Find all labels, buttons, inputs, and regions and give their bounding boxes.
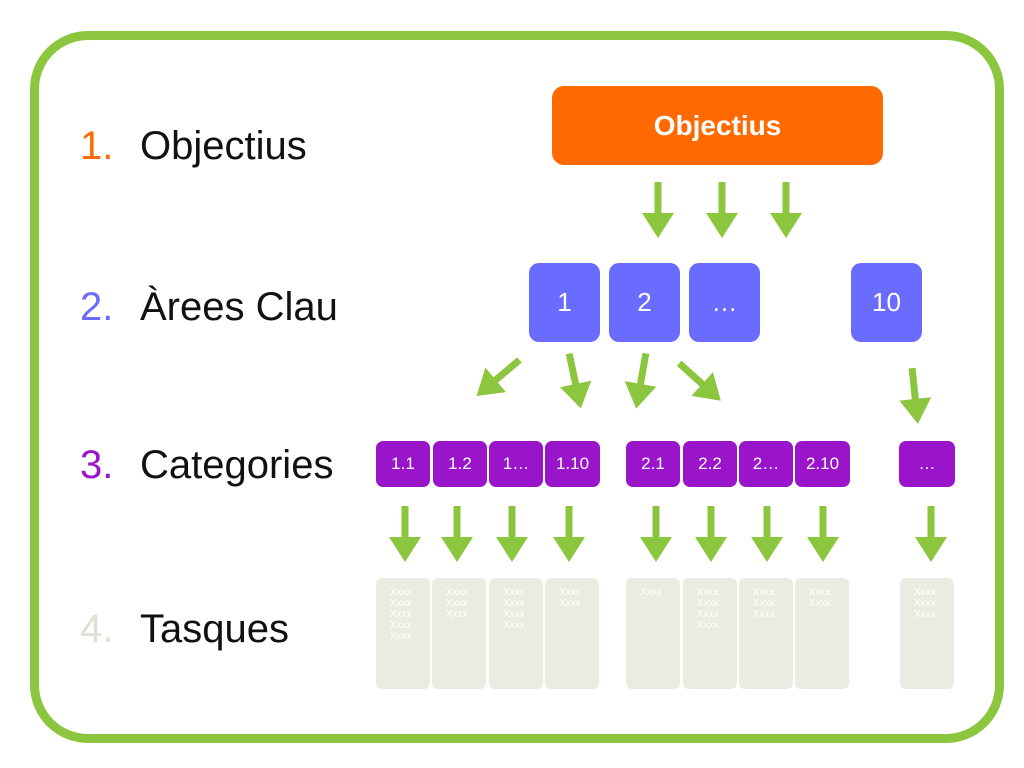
task-box: Xxxx — [626, 578, 680, 689]
category-box: 2.1 — [626, 441, 680, 487]
category-box: 2… — [739, 441, 793, 487]
down-arrow-icon — [706, 182, 738, 238]
task-item: Xxxx — [809, 598, 831, 609]
diagram-frame — [30, 31, 1004, 743]
category-box: … — [899, 441, 955, 487]
objective-box: Objectius — [552, 86, 883, 165]
task-item: Xxxx — [753, 609, 775, 620]
task-item: Xxxx — [914, 598, 936, 609]
down-arrow-icon — [389, 506, 421, 562]
level-2-number: 2. — [80, 285, 114, 329]
level-3-number: 3. — [80, 443, 114, 487]
down-arrow-icon — [553, 506, 585, 562]
level-3-label: Categories — [140, 443, 334, 487]
level-3: 3. Categories — [80, 441, 333, 489]
arrow-icon — [466, 347, 530, 409]
category-box: 2.2 — [683, 441, 737, 487]
task-item: Xxxx — [697, 598, 719, 609]
category-box: 1.10 — [545, 441, 600, 487]
down-arrow-icon — [751, 506, 783, 562]
task-item: Xxxx — [559, 587, 581, 598]
category-box: 2.10 — [795, 441, 850, 487]
task-item: Xxxx — [390, 631, 412, 642]
level-1-label: Objectius — [140, 124, 307, 168]
category-box: 1.1 — [376, 441, 430, 487]
level-2-label: Àrees Clau — [140, 285, 338, 329]
task-item: Xxxx — [753, 587, 775, 598]
task-item: Xxxx — [446, 587, 468, 598]
task-item: Xxxx — [390, 620, 412, 631]
level-4-number: 4. — [80, 607, 114, 651]
down-arrow-icon — [695, 506, 727, 562]
task-item: Xxxx — [559, 598, 581, 609]
down-arrow-icon — [642, 182, 674, 238]
task-item: Xxxx — [753, 598, 775, 609]
level-2: 2. Àrees Clau — [80, 283, 338, 331]
task-item: Xxxx — [640, 587, 662, 598]
area-box-ellipsis: … — [689, 263, 760, 342]
task-item: Xxxx — [503, 620, 525, 631]
task-item: Xxxx — [390, 598, 412, 609]
task-item: Xxxx — [914, 609, 936, 620]
task-item: Xxxx — [390, 587, 412, 598]
arrow-icon — [620, 350, 662, 412]
level-4: 4. Tasques — [80, 605, 289, 653]
category-box: 1.2 — [433, 441, 487, 487]
down-arrow-icon — [496, 506, 528, 562]
down-arrow-icon — [807, 506, 839, 562]
task-item: Xxxx — [697, 609, 719, 620]
down-arrow-icon — [441, 506, 473, 562]
level-1-number: 1. — [80, 124, 114, 168]
level-4-label: Tasques — [140, 607, 289, 651]
task-item: Xxxx — [809, 587, 831, 598]
down-arrow-icon — [770, 182, 802, 238]
level-1: 1. Objectius — [80, 122, 307, 170]
area-box-1: 1 — [529, 263, 600, 342]
area-box-10: 10 — [851, 263, 922, 342]
task-item: Xxxx — [503, 609, 525, 620]
down-arrow-icon — [640, 506, 672, 562]
task-item: Xxxx — [503, 587, 525, 598]
task-item: Xxxx — [446, 598, 468, 609]
area-box-2: 2 — [609, 263, 680, 342]
arrow-icon — [553, 350, 597, 412]
down-arrow-icon — [915, 506, 947, 562]
arrow-icon — [668, 351, 732, 413]
task-item: Xxxx — [503, 598, 525, 609]
down-arrow-icon — [896, 366, 934, 426]
task-item: Xxxx — [914, 587, 936, 598]
task-item: Xxxx — [697, 620, 719, 631]
task-item: Xxxx — [390, 609, 412, 620]
task-item: Xxxx — [446, 609, 468, 620]
category-box: 1… — [489, 441, 543, 487]
task-item: Xxxx — [697, 587, 719, 598]
